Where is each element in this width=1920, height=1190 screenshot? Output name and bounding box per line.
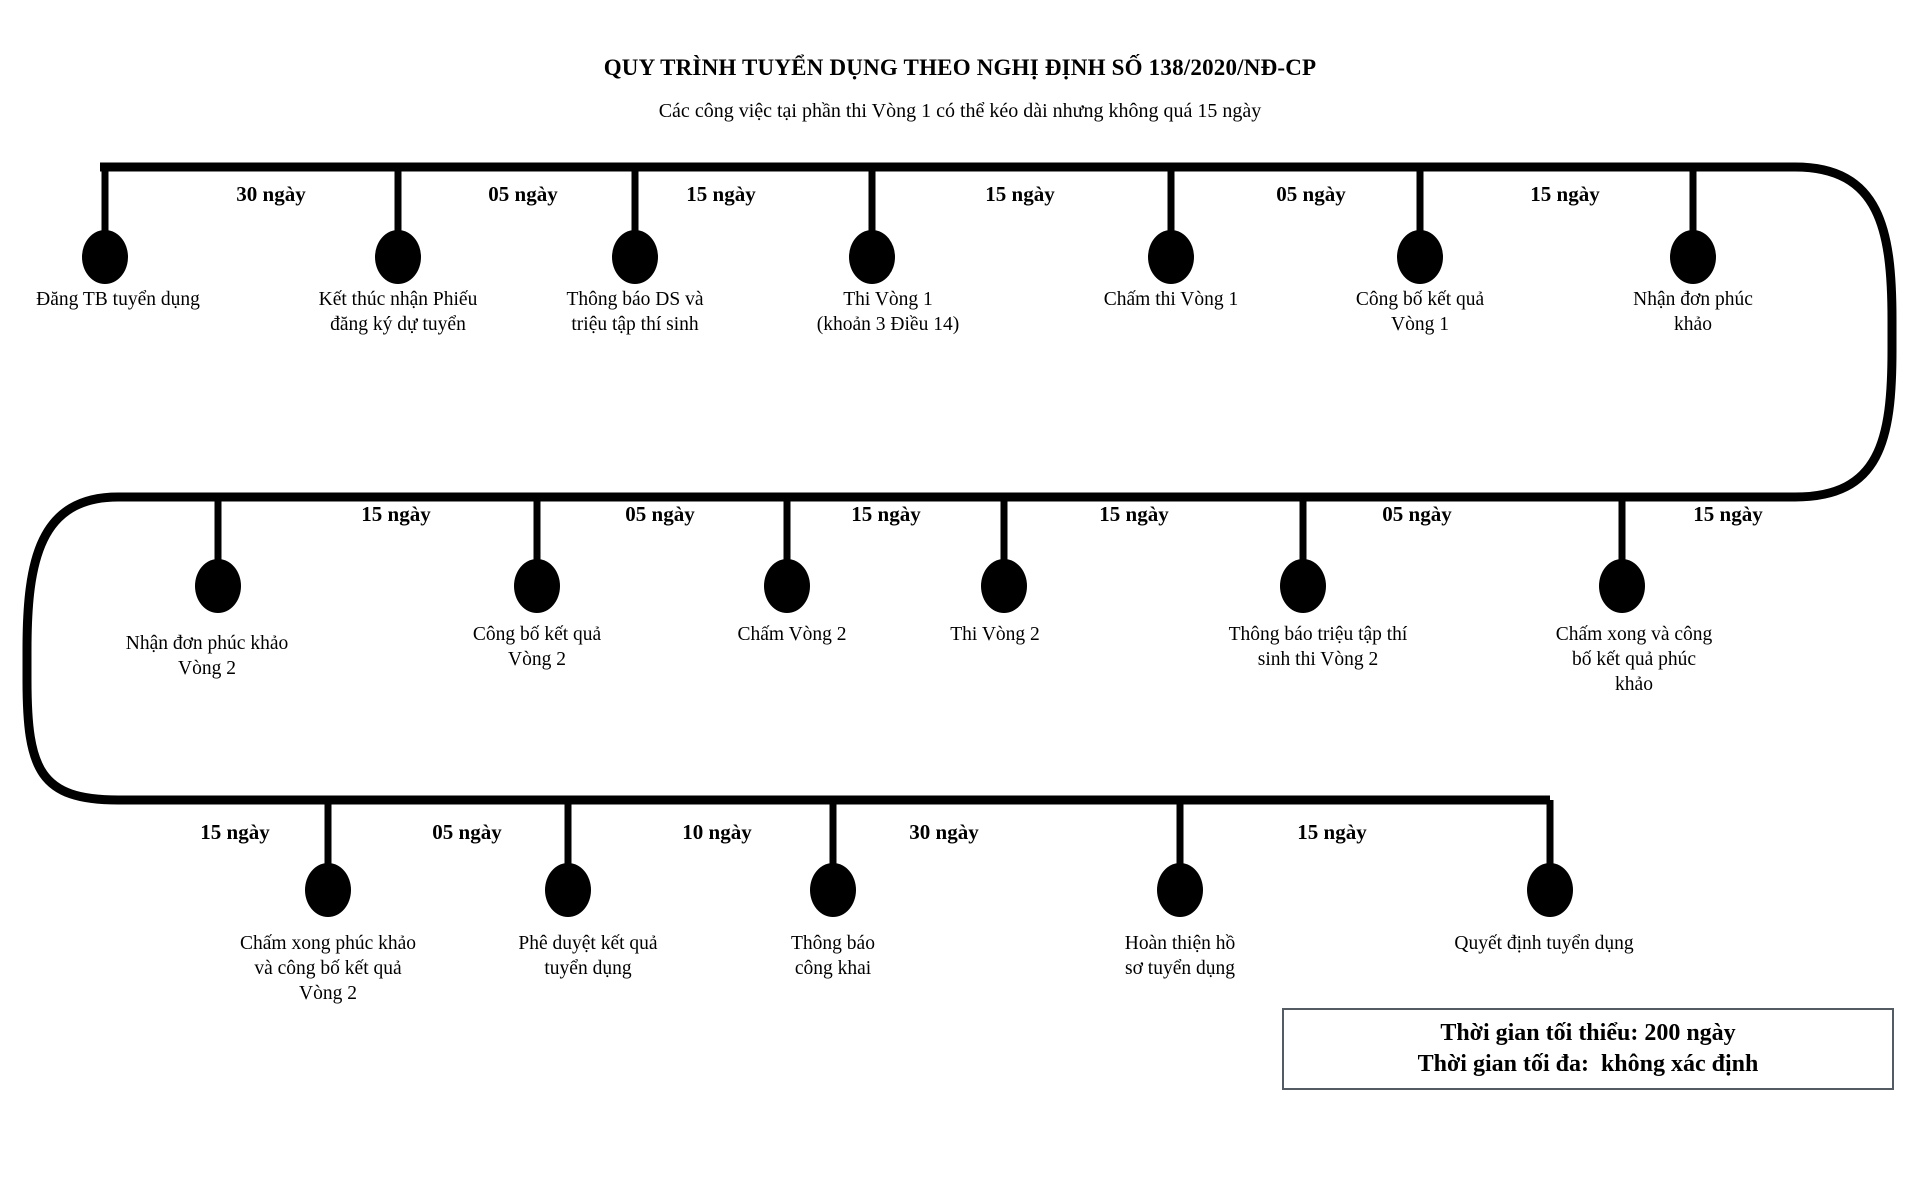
duration-label: 05 ngày [1382, 502, 1452, 526]
step-label-nhan-don-phuc-khao: Nhận đơn phúc khảo [1633, 289, 1753, 335]
node-dot-group-r1 [82, 230, 1716, 284]
step-label-thong-bao-cong-khai: Thông báo công khai [791, 933, 875, 979]
duration-label: 15 ngày [200, 820, 270, 844]
step-label-cham-vong-2: Chấm Vòng 2 [737, 624, 847, 645]
step-label-ket-thuc-nhan-phieu: Kết thúc nhận Phiếu đăng ký dự tuyển [318, 289, 478, 335]
duration-label: 05 ngày [488, 182, 558, 206]
timeline-node-dot[interactable] [1280, 559, 1326, 613]
timeline-node-dot[interactable] [849, 230, 895, 284]
step-label-cham-xong-cong-bo-phuc-khao: Chấm xong và công bố kết quả phúc khảo [1555, 624, 1713, 695]
timeline-node-dot[interactable] [305, 863, 351, 917]
duration-label: 15 ngày [686, 182, 756, 206]
timeline-node-dot[interactable] [82, 230, 128, 284]
step-label-nhan-don-phuc-khao-vong-2: Nhận đơn phúc khảo Vòng 2 [125, 633, 289, 679]
duration-label: 30 ngày [236, 182, 306, 206]
duration-label: 10 ngày [682, 820, 752, 844]
timeline-node-dot[interactable] [764, 559, 810, 613]
step-label-quyet-dinh-tuyen-dung: Quyết định tuyển dụng [1454, 933, 1634, 954]
step-label-thong-bao-ds: Thông báo DS và triệu tập thí sinh [566, 289, 704, 335]
timeline-node-dot[interactable] [375, 230, 421, 284]
summary-min-time: Thời gian tối thiểu: 200 ngày [1440, 1019, 1736, 1046]
page-title: QUY TRÌNH TUYỂN DỤNG THEO NGHỊ ĐỊNH SỐ 1… [603, 55, 1317, 80]
duration-label: 15 ngày [1530, 182, 1600, 206]
duration-label: 15 ngày [1099, 502, 1169, 526]
node-dot-group-r3 [305, 863, 1573, 917]
step-label-dang-tb-tuyen-dung: Đăng TB tuyển dụng [36, 289, 200, 310]
timeline-node-dot[interactable] [1157, 863, 1203, 917]
timeline-node-dot[interactable] [612, 230, 658, 284]
step-label-cong-bo-ket-qua-vong-2: Công bố kết quả Vòng 2 [472, 624, 602, 670]
step-label-thi-vong-1: Thi Vòng 1 (khoản 3 Điều 14) [816, 289, 960, 335]
summary-box: Thời gian tối thiểu: 200 ngày Thời gian … [1282, 1008, 1894, 1090]
step-label-hoan-thien-ho-so: Hoàn thiện hồ sơ tuyển dụng [1124, 933, 1236, 979]
timeline-node-dot[interactable] [1599, 559, 1645, 613]
node-dot-group-r2 [195, 559, 1645, 613]
timeline-node-dot[interactable] [1527, 863, 1573, 917]
page-subtitle: Các công việc tại phần thi Vòng 1 có thể… [658, 100, 1262, 122]
timeline-node-dot[interactable] [545, 863, 591, 917]
timeline-node-dot[interactable] [981, 559, 1027, 613]
step-label-cham-xong-phuc-khao-vong-2: Chấm xong phúc khảo và công bố kết quả V… [239, 933, 417, 1004]
rail-turn-left [22, 492, 119, 805]
step-label-cong-bo-ket-qua-vong-1: Công bố kết quả Vòng 1 [1355, 289, 1485, 335]
row3-nodes-group [305, 800, 1573, 917]
timeline-node-dot[interactable] [195, 559, 241, 613]
duration-label: 30 ngày [909, 820, 979, 844]
timeline-node-dot[interactable] [514, 559, 560, 613]
node-stem-group-r1 [101, 167, 1697, 248]
duration-label: 15 ngày [361, 502, 431, 526]
step-label-phe-duyet-ket-qua: Phê duyệt kết quả tuyển dụng [518, 933, 658, 979]
duration-label: 05 ngày [625, 502, 695, 526]
rail-turn-right [1794, 162, 1897, 502]
duration-label: 15 ngày [851, 502, 921, 526]
duration-label: 15 ngày [1297, 820, 1367, 844]
step-label-thong-bao-trieu-tap-vong-2: Thông báo triệu tập thí sinh thi Vòng 2 [1228, 624, 1408, 670]
timeline-node-dot[interactable] [1148, 230, 1194, 284]
step-label-cham-thi-vong-1: Chấm thi Vòng 1 [1103, 289, 1239, 310]
duration-label: 05 ngày [432, 820, 502, 844]
step-label-thi-vong-2: Thi Vòng 2 [950, 624, 1040, 645]
timeline-node-dot[interactable] [1397, 230, 1443, 284]
timeline-node-dot[interactable] [1670, 230, 1716, 284]
duration-label: 05 ngày [1276, 182, 1346, 206]
summary-max-time: Thời gian tối đa: không xác định [1417, 1051, 1759, 1077]
duration-label: 15 ngày [1693, 502, 1763, 526]
duration-label: 15 ngày [985, 182, 1055, 206]
row1-nodes-group [82, 167, 1716, 284]
timeline-node-dot[interactable] [810, 863, 856, 917]
